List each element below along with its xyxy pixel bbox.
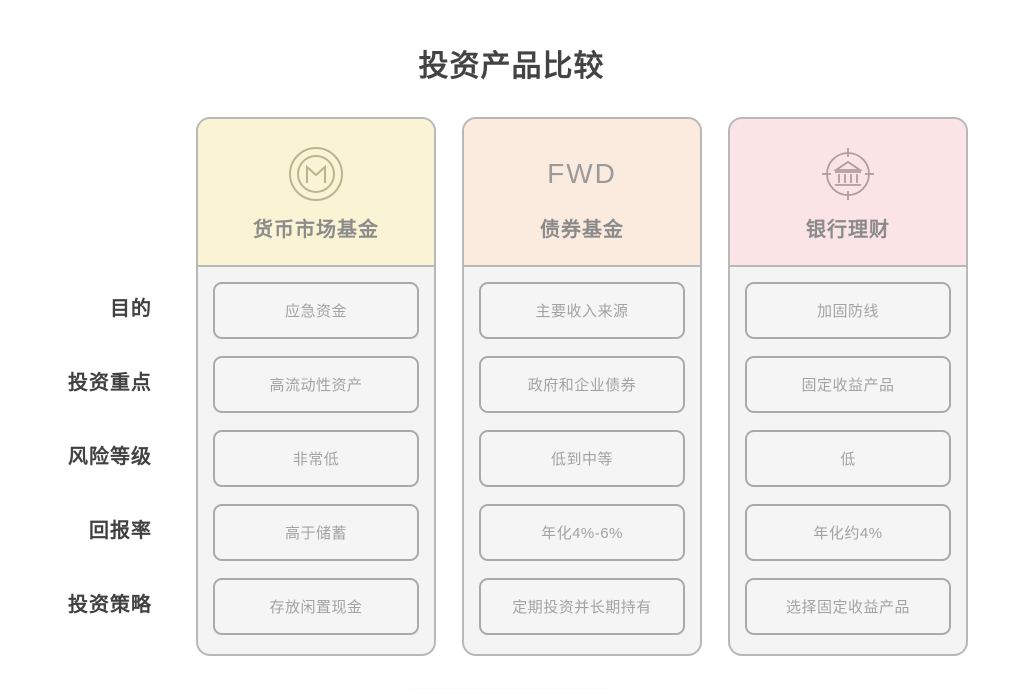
cell-bond-fund-focus: 政府和企业债券 (479, 356, 685, 413)
product-card-bank-wealth[interactable]: 银行理财 加固防线 固定收益产品 低 年化约4% 选择固定收益产品 (728, 117, 968, 656)
row-label-column: 目的 投资重点 风险等级 回报率 投资策略 (0, 278, 158, 648)
product-card-bond-fund[interactable]: FWD 债券基金 主要收入来源 政府和企业债券 低到中等 年化4%-6% 定期投… (462, 117, 702, 656)
bank-target-icon (818, 143, 878, 205)
card-title-money-market: 货币市场基金 (253, 219, 379, 241)
cell-bank-wealth-focus: 固定收益产品 (745, 356, 951, 413)
cell-bond-fund-risk: 低到中等 (479, 430, 685, 487)
card-title-bond-fund: 债券基金 (540, 219, 624, 241)
page-title: 投资产品比较 (418, 50, 605, 83)
product-card-money-market[interactable]: 货币市场基金 应急资金 高流动性资产 非常低 高于储蓄 存放闲置现金 (196, 117, 436, 656)
card-title-bank-wealth: 银行理财 (806, 219, 890, 241)
cell-bond-fund-return: 年化4%-6% (479, 504, 685, 561)
card-body-bank-wealth: 加固防线 固定收益产品 低 年化约4% 选择固定收益产品 (730, 267, 966, 635)
row-label-focus: 投资重点 (68, 372, 152, 394)
cell-money-market-strategy: 存放闲置现金 (213, 578, 419, 635)
card-header-bank-wealth: 银行理财 (730, 119, 966, 267)
cell-bond-fund-strategy: 定期投资并长期持有 (479, 578, 685, 635)
cell-money-market-focus: 高流动性资产 (213, 356, 419, 413)
row-label-return: 回报率 (89, 520, 152, 542)
fwd-logo-text: FWD (547, 158, 617, 189)
cell-bank-wealth-risk: 低 (745, 430, 951, 487)
coin-m-icon (287, 143, 345, 205)
card-header-bond-fund: FWD 债券基金 (464, 119, 700, 267)
card-body-bond-fund: 主要收入来源 政府和企业债券 低到中等 年化4%-6% 定期投资并长期持有 (464, 267, 700, 635)
fwd-wordmark-icon: FWD (547, 143, 617, 205)
card-body-money-market: 应急资金 高流动性资产 非常低 高于储蓄 存放闲置现金 (198, 267, 434, 635)
row-label-strategy: 投资策略 (68, 594, 152, 616)
bottom-divider (411, 688, 611, 689)
cell-bank-wealth-return: 年化约4% (745, 504, 951, 561)
cell-bond-fund-purpose: 主要收入来源 (479, 282, 685, 339)
card-header-money-market: 货币市场基金 (198, 119, 434, 267)
cell-money-market-risk: 非常低 (213, 430, 419, 487)
cell-money-market-purpose: 应急资金 (213, 282, 419, 339)
row-label-purpose: 目的 (110, 298, 152, 320)
cell-money-market-return: 高于储蓄 (213, 504, 419, 561)
cell-bank-wealth-purpose: 加固防线 (745, 282, 951, 339)
cell-bank-wealth-strategy: 选择固定收益产品 (745, 578, 951, 635)
row-label-risk: 风险等级 (68, 446, 152, 468)
